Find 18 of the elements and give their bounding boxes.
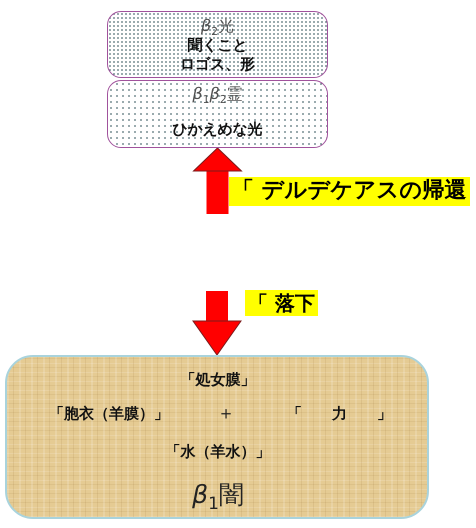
box-text: ロゴス、形 <box>180 55 255 74</box>
edge-label: 「 デルデケアスの帰還 <box>229 177 470 206</box>
edge-label: 「 落下 <box>245 290 318 316</box>
greek-label: β$_{1}$β$_{2}$霊 <box>192 84 243 104</box>
box-text: 聞くこと <box>188 36 248 55</box>
box-text: 「 力 」 <box>287 404 392 424</box>
box-text: ひかえめな光 <box>172 120 262 139</box>
block-arrow <box>192 291 242 356</box>
block-arrow <box>193 148 242 214</box>
dotted-rounded-box <box>107 11 328 78</box>
greek-label: β$_{2}$光 <box>200 16 234 36</box>
plus-sign: + <box>220 404 232 424</box>
box-text: 「胞衣（羊膜）」 <box>49 404 169 424</box>
box-text: 「処女膜」 <box>180 370 256 390</box>
textured-rounded-box <box>5 355 429 519</box>
greek-label: β$_{1}$闇 <box>192 480 244 510</box>
dotted-rounded-box <box>107 80 328 148</box>
box-text: 「水（羊水）」 <box>166 442 270 462</box>
